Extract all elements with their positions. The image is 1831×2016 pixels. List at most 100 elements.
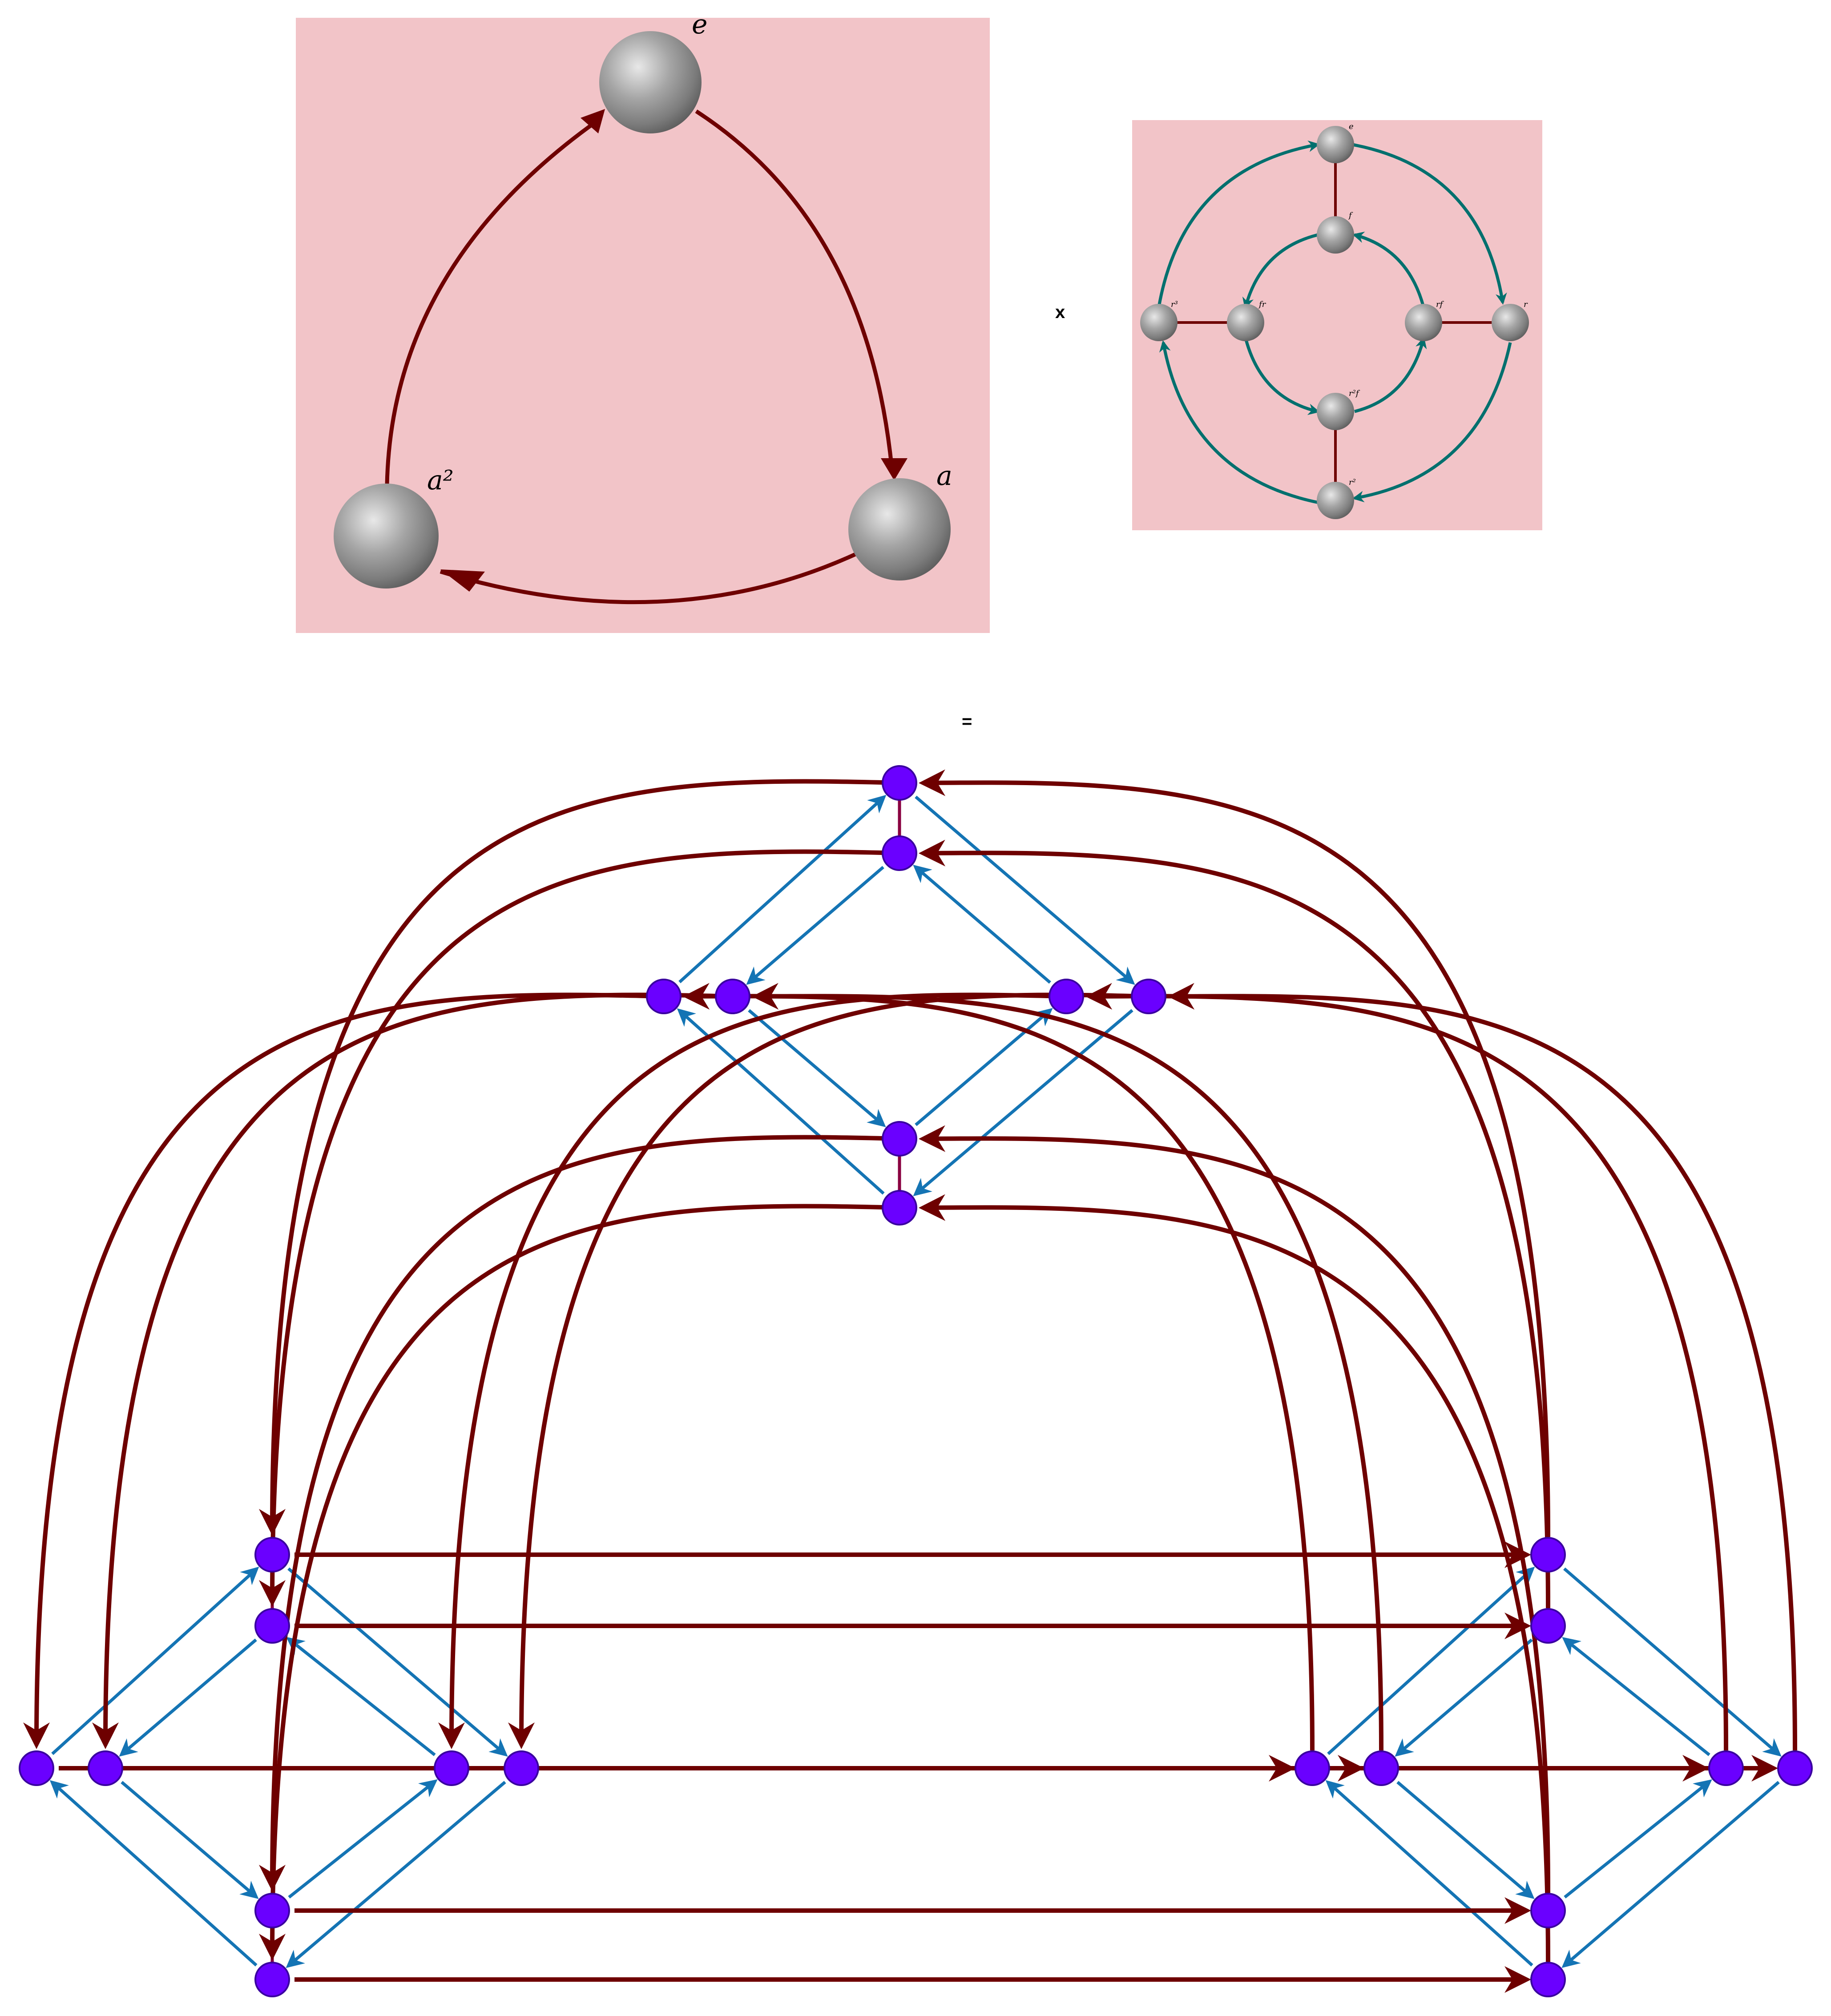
product-node: [1777, 1750, 1813, 1786]
dark-red-arrow: [919, 769, 1550, 1537]
edge-fr-r2f: [1244, 338, 1320, 415]
product-node: [19, 1750, 54, 1786]
product-node: [1131, 979, 1166, 1014]
edge-r-r2: [1352, 342, 1512, 503]
blue-arrow: [1563, 1567, 1782, 1757]
product-red-edges: [23, 769, 1797, 1993]
edge-f-fr: [1242, 233, 1318, 310]
sphere-b-e: [1317, 126, 1354, 163]
edge-e-r: [1352, 143, 1507, 305]
arrowhead-e-to-a: [881, 458, 907, 480]
blue-arrow: [1325, 1780, 1533, 1967]
product-node: [254, 1608, 290, 1644]
product-node: [882, 765, 917, 801]
product-node: [1708, 1750, 1744, 1786]
blue-arrow: [915, 795, 1135, 985]
blue-arrow: [913, 1009, 1133, 1197]
sphere-e: [599, 31, 702, 133]
edge-r2-r3: [1159, 340, 1319, 504]
product-node: [434, 1750, 469, 1786]
product-node: [882, 1190, 917, 1226]
label-a2: a²: [427, 465, 454, 496]
sphere-b-r2: [1317, 482, 1354, 519]
factor-a-nodes: [334, 31, 951, 589]
blue-arrow: [1395, 1638, 1533, 1757]
dark-red-arrow: [508, 992, 1149, 1749]
product-node: [646, 979, 682, 1014]
dark-red-arrow: [259, 1204, 900, 1960]
factor-b-nodes: [1140, 126, 1529, 519]
edge-a2-to-e: [385, 118, 600, 485]
dark-red-arrow: [752, 983, 1383, 1751]
blue-arrow: [1396, 1781, 1535, 1899]
label-e: e: [692, 9, 708, 40]
dark-red-arrow: [919, 1194, 1550, 1962]
dark-red-arrow: [259, 779, 900, 1536]
product-node: [1049, 979, 1084, 1014]
label-b-r2: r²: [1349, 478, 1356, 487]
blue-arrow: [1562, 1637, 1710, 1756]
label-b-fr: fr: [1258, 300, 1266, 309]
blue-arrow: [1564, 1779, 1712, 1899]
product-node: [882, 1121, 917, 1157]
dark-red-arrow: [438, 992, 1067, 1749]
edge-r2f-rf: [1354, 336, 1427, 413]
sphere-b-r3: [1140, 304, 1178, 341]
label-b-r2f: r²f: [1349, 389, 1360, 398]
product-node: [504, 1750, 539, 1786]
sphere-b-f: [1317, 216, 1354, 254]
blue-arrow: [49, 1780, 258, 1967]
dark-red-arrow: [23, 992, 664, 1749]
blue-arrow: [913, 865, 1051, 984]
label-b-e: e: [1349, 122, 1354, 131]
dark-red-arrow: [259, 849, 900, 1607]
product-node: [254, 1537, 290, 1572]
blue-arrow: [746, 866, 884, 985]
blue-arrow: [119, 1638, 257, 1757]
product-graph: [19, 765, 1813, 1997]
blue-arrow: [748, 1009, 886, 1128]
dark-red-arrow: [92, 992, 733, 1749]
product-node: [1530, 1537, 1566, 1572]
product-node: [1295, 1750, 1330, 1786]
edge-e-to-a: [695, 109, 894, 470]
product-node: [1363, 1750, 1399, 1786]
sphere-b-fr: [1227, 304, 1264, 341]
sphere-a2: [334, 484, 439, 589]
product-node: [88, 1750, 123, 1786]
blue-arrow: [286, 1781, 506, 1968]
blue-arrow: [288, 1779, 438, 1899]
blue-arrow: [286, 1637, 436, 1756]
label-b-r: r: [1524, 300, 1528, 309]
dark-red-arrow: [919, 1125, 1550, 1893]
blue-arrow: [121, 1781, 259, 1899]
label-b-rf: rf: [1436, 300, 1444, 309]
product-node: [1530, 1608, 1566, 1644]
sphere-b-r2f: [1317, 393, 1354, 430]
label-a: a: [936, 460, 952, 492]
blue-arrow: [915, 1008, 1053, 1126]
edge-rf-f: [1352, 231, 1425, 307]
times-operator: x: [1055, 302, 1065, 322]
blue-arrow: [51, 1566, 259, 1755]
blue-arrow: [1561, 1781, 1780, 1968]
sphere-b-r: [1492, 304, 1529, 341]
sphere-a: [848, 478, 951, 581]
label-b-r3: r³: [1171, 300, 1178, 309]
product-node: [254, 1962, 290, 1997]
product-nodes: [19, 765, 1813, 1997]
product-node: [1530, 1893, 1566, 1928]
blue-arrow: [287, 1567, 508, 1757]
blue-arrow: [677, 1008, 885, 1195]
factor-a-panel: e a a²: [296, 9, 990, 633]
product-purple-links: [270, 783, 1550, 1980]
sphere-b-rf: [1405, 304, 1442, 341]
dark-red-arrow: [259, 1135, 900, 1891]
dark-red-arrow: [1168, 983, 1797, 1751]
factor-b-teal-edges: [1157, 140, 1512, 504]
arrowhead-a-to-a2: [440, 569, 485, 592]
factor-b-background: [1132, 120, 1542, 530]
product-blue-edges: [49, 794, 1782, 1968]
dark-red-arrow: [919, 839, 1550, 1609]
